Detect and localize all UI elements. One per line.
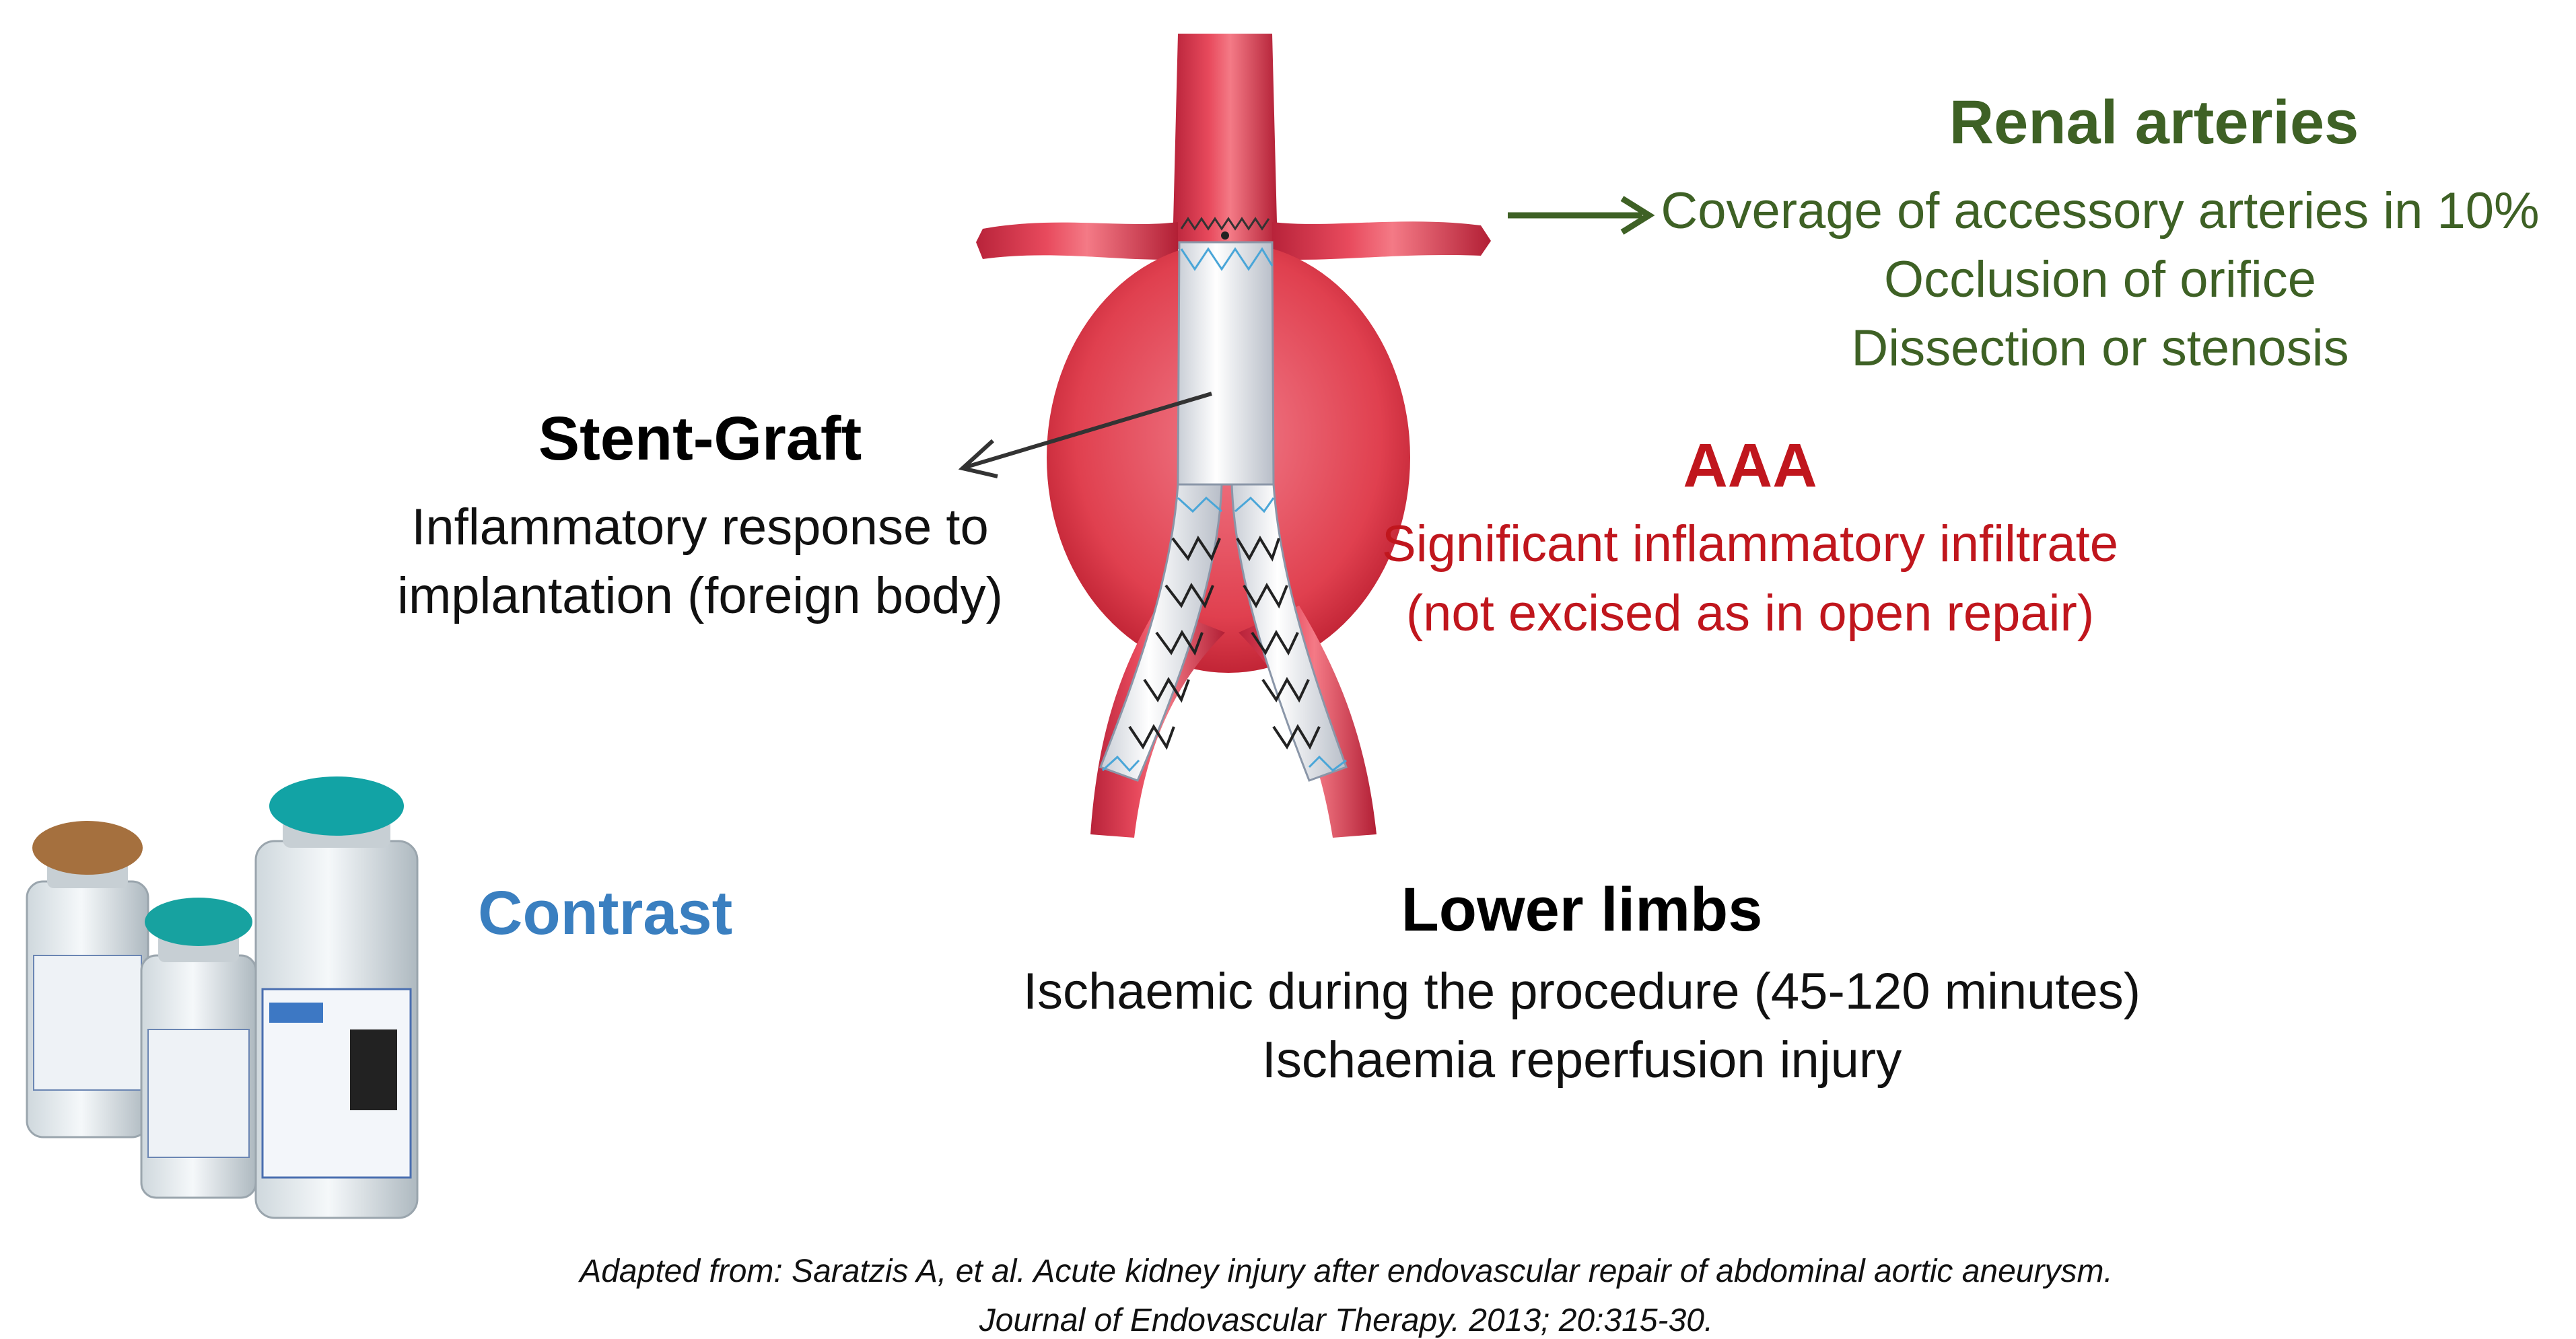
contrast-vials-photo bbox=[0, 733, 458, 1245]
lower-limbs-point-1: Ischaemic during the procedure (45-120 m… bbox=[902, 962, 2262, 1021]
arrow-left-icon bbox=[956, 384, 1225, 491]
renal-point-accessory-coverage: Coverage of accessory arteries in 10% bbox=[1629, 182, 2571, 240]
citation-line-1: Adapted from: Saratzis A, et al. Acute k… bbox=[404, 1253, 2289, 1290]
contrast-label: Contrast bbox=[478, 878, 732, 949]
renal-arteries-heading: Renal arteries bbox=[1817, 87, 2491, 158]
stent-graft-point-2: implantation (foreign body) bbox=[296, 567, 1104, 625]
stent-graft-heading: Stent-Graft bbox=[431, 404, 969, 474]
lower-limbs-heading: Lower limbs bbox=[1245, 875, 1918, 945]
aaa-heading: AAA bbox=[1615, 431, 1885, 501]
lower-limbs-point-2: Ischaemia reperfusion injury bbox=[902, 1031, 2262, 1089]
stent-graft-point-1: Inflammatory response to bbox=[296, 498, 1104, 556]
renal-point-dissection: Dissection or stenosis bbox=[1629, 319, 2571, 377]
renal-point-occlusion: Occlusion of orifice bbox=[1629, 250, 2571, 309]
aaa-point-1: Significant inflammatory infiltrate bbox=[1279, 515, 2221, 573]
citation-line-2: Journal of Endovascular Therapy. 2013; 2… bbox=[404, 1302, 2289, 1339]
aaa-point-2: (not excised as in open repair) bbox=[1279, 584, 2221, 643]
